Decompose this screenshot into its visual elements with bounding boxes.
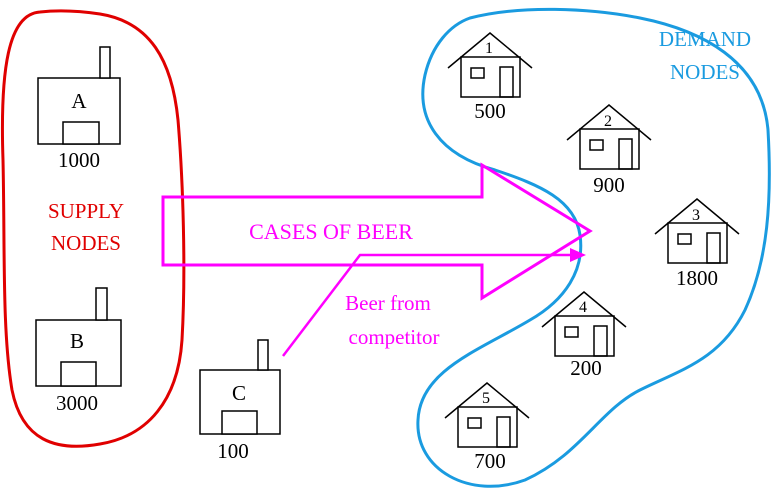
- competitor-label-line2: competitor: [349, 325, 440, 349]
- house-1-door: [499, 66, 514, 98]
- factory-c-chimney: [257, 339, 269, 371]
- house-2: 2 900: [566, 104, 652, 197]
- house-2-door: [618, 138, 633, 170]
- house-3-demand: 1800: [676, 266, 718, 290]
- house-1-wall: [460, 56, 521, 98]
- house-1: 1 500: [447, 32, 533, 123]
- competitor-label-line1: Beer from: [345, 291, 431, 315]
- house-3-door: [706, 232, 721, 264]
- demand-region-outline: [416, 7, 771, 488]
- factory-c: C 100: [199, 339, 281, 463]
- house-4-wall: [554, 315, 615, 357]
- house-4-window: [564, 326, 579, 338]
- house-3-window: [677, 233, 692, 245]
- factory-c-label: C: [232, 381, 246, 405]
- factory-c-door: [221, 410, 258, 435]
- house-1-demand: 500: [474, 99, 506, 123]
- factory-b-label: B: [70, 329, 84, 353]
- house-2-window: [589, 139, 604, 151]
- demand-label-line2: NODES: [670, 60, 740, 84]
- factory-a: A 1000: [37, 46, 121, 172]
- house-3-label: 3: [692, 207, 700, 224]
- house-2-label: 2: [604, 113, 612, 130]
- flow-arrow-label: CASES OF BEER: [249, 219, 413, 244]
- factory-a-supply: 1000: [58, 148, 100, 172]
- flow-arrow: [161, 162, 593, 301]
- house-5-door: [496, 416, 511, 448]
- house-4-label: 4: [579, 299, 587, 316]
- demand-label-line1: DEMAND: [659, 27, 751, 51]
- house-5-window: [467, 417, 482, 429]
- supply-label-line2: NODES: [51, 231, 121, 255]
- factory-a-door: [62, 121, 100, 145]
- factory-b: B 3000: [35, 287, 122, 415]
- factory-b-supply: 3000: [56, 391, 98, 415]
- factory-a-chimney: [99, 46, 111, 79]
- house-3: 3 1800: [654, 198, 740, 290]
- house-2-wall: [579, 128, 640, 170]
- factory-b-chimney: [95, 287, 108, 321]
- house-5: 5 700: [444, 382, 530, 473]
- competitor-arrow-head: [570, 248, 586, 262]
- house-1-window: [470, 67, 485, 79]
- house-3-wall: [667, 222, 728, 264]
- house-2-demand: 900: [593, 173, 625, 197]
- house-4-door: [593, 325, 608, 357]
- factory-b-door: [60, 361, 97, 387]
- factory-c-supply: 100: [217, 439, 249, 463]
- supply-label-line1: SUPPLY: [48, 199, 124, 223]
- house-5-wall: [457, 406, 518, 448]
- supply-region-outline: [0, 9, 186, 448]
- house-1-label: 1: [485, 40, 493, 57]
- house-5-demand: 700: [474, 449, 506, 473]
- factory-a-label: A: [71, 89, 87, 113]
- house-4-demand: 200: [570, 356, 602, 380]
- house-4: 4 200: [541, 291, 627, 380]
- competitor-arrow-line: [282, 253, 572, 357]
- house-5-label: 5: [482, 390, 490, 407]
